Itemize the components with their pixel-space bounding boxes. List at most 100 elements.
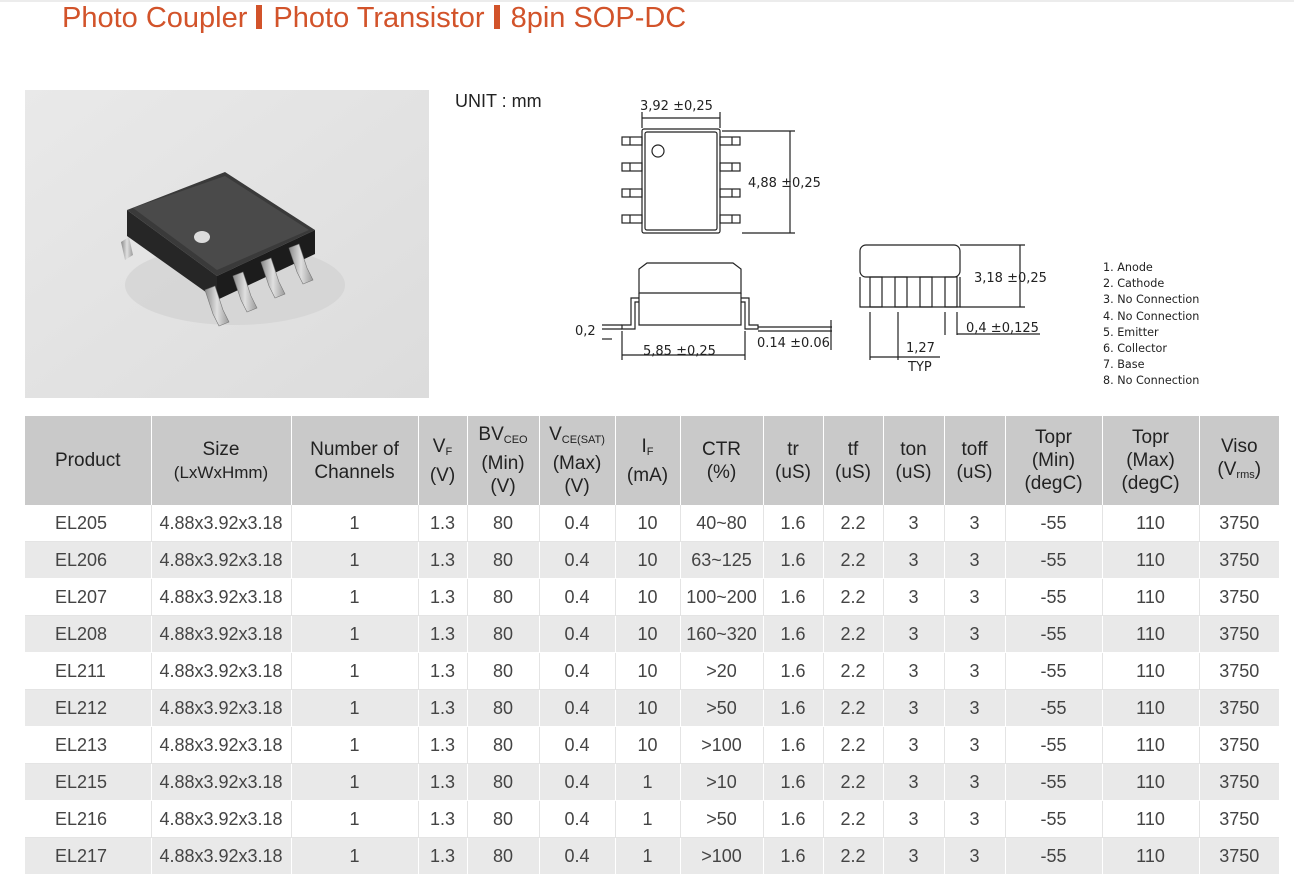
cell-vce: 0.4	[539, 689, 616, 727]
dim-pitch-typ-label: TYP	[907, 360, 932, 375]
cell-toff: 3	[944, 615, 1006, 653]
cell-ctr: 63~125	[680, 541, 764, 579]
cell-tf: 2.2	[823, 578, 884, 616]
cell-toff: 3	[944, 837, 1006, 875]
cell-vf: 1.3	[418, 615, 468, 653]
cell-tf: 2.2	[823, 652, 884, 690]
top-divider	[0, 0, 1294, 2]
cell-vf: 1.3	[418, 689, 468, 727]
cell-vce: 0.4	[539, 726, 616, 764]
cell-vf: 1.3	[418, 837, 468, 875]
pin-description: 6. Collector	[1103, 342, 1167, 356]
cell-topr-min: -55	[1005, 652, 1103, 690]
cell-tf: 2.2	[823, 541, 884, 579]
cell-bv: 80	[467, 726, 540, 764]
cell-viso: 3750	[1199, 837, 1279, 875]
cell-tr: 1.6	[763, 689, 824, 727]
header-vf: VF(V)	[418, 416, 468, 505]
cell-vf: 1.3	[418, 726, 468, 764]
cell-ctr: >100	[680, 726, 764, 764]
cell-product: EL216	[25, 800, 152, 838]
pin-description: 1. Anode	[1103, 261, 1153, 274]
cell-bv: 80	[467, 689, 540, 727]
dim-width-label: 3,92 ±0,25	[640, 99, 713, 114]
cell-viso: 3750	[1199, 541, 1279, 579]
cell-bv: 80	[467, 763, 540, 801]
cell-ctr: >100	[680, 837, 764, 875]
pin1-marker-icon	[651, 144, 665, 158]
cell-size: 4.88x3.92x3.18	[151, 726, 292, 764]
cell-toff: 3	[944, 652, 1006, 690]
cell-product: EL205	[25, 505, 152, 542]
end-view-body	[859, 244, 961, 278]
header-tf: tf(uS)	[823, 416, 884, 505]
cell-size: 4.88x3.92x3.18	[151, 541, 292, 579]
cell-bv: 80	[467, 615, 540, 653]
cell-viso: 3750	[1199, 689, 1279, 727]
cell-topr-max: 110	[1102, 689, 1200, 727]
cell-tr: 1.6	[763, 837, 824, 875]
title-photo-transistor: Photo Transistor	[273, 2, 485, 34]
cell-tf: 2.2	[823, 763, 884, 801]
cell-channels: 1	[291, 689, 419, 727]
cell-vce: 0.4	[539, 505, 616, 542]
cell-channels: 1	[291, 763, 419, 801]
cell-channels: 1	[291, 505, 419, 542]
cell-bv: 80	[467, 541, 540, 579]
cell-if: 1	[615, 837, 681, 875]
cell-bv: 80	[467, 652, 540, 690]
cell-size: 4.88x3.92x3.18	[151, 837, 292, 875]
cell-toff: 3	[944, 726, 1006, 764]
cell-vf: 1.3	[418, 541, 468, 579]
dim-pitch-label: 1,27	[906, 341, 935, 356]
cell-size: 4.88x3.92x3.18	[151, 615, 292, 653]
cell-viso: 3750	[1199, 652, 1279, 690]
cell-viso: 3750	[1199, 726, 1279, 764]
cell-size: 4.88x3.92x3.18	[151, 689, 292, 727]
mechanical-drawing: 3,92 ±0,25 4,88 ±0,25 0,2 5,85 ±0,25 0.1…	[575, 99, 1047, 375]
cell-product: EL215	[25, 763, 152, 801]
cell-tr: 1.6	[763, 615, 824, 653]
cell-if: 10	[615, 505, 681, 542]
product-photo	[25, 90, 429, 398]
header-tr: tr(uS)	[763, 416, 824, 505]
header-topr-min: Topr(Min)(degC)	[1005, 416, 1103, 505]
dim-standoff-label: 0,2	[575, 324, 596, 339]
cell-topr-max: 110	[1102, 541, 1200, 579]
cell-tf: 2.2	[823, 615, 884, 653]
cell-toff: 3	[944, 763, 1006, 801]
cell-topr-min: -55	[1005, 689, 1103, 727]
pin-description: 7. Base	[1103, 358, 1145, 372]
cell-tr: 1.6	[763, 726, 824, 764]
cell-channels: 1	[291, 541, 419, 579]
cell-ton: 3	[883, 615, 945, 653]
dim-height-label: 3,18 ±0,25	[974, 271, 1047, 286]
top-view-left-pins	[621, 136, 643, 224]
header-bvceo: BVCEO(Min)(V)	[467, 416, 540, 505]
header-viso: Viso(Vrms)	[1199, 416, 1279, 505]
pin-description-list: 1. Anode 2. Cathode 3. No Connection 4. …	[1103, 260, 1199, 390]
cell-vce: 0.4	[539, 578, 616, 616]
cell-viso: 3750	[1199, 505, 1279, 542]
cell-bv: 80	[467, 505, 540, 542]
title-separator	[256, 5, 263, 29]
cell-tf: 2.2	[823, 689, 884, 727]
cell-if: 10	[615, 541, 681, 579]
pin-description: 5. Emitter	[1103, 325, 1159, 339]
pin-description: 8. No Connection	[1103, 374, 1200, 388]
cell-topr-min: -55	[1005, 726, 1103, 764]
dim-length-label: 4,88 ±0,25	[748, 176, 821, 191]
cell-ctr: 40~80	[680, 505, 764, 542]
cell-product: EL208	[25, 615, 152, 653]
header-toff: toff(uS)	[944, 416, 1006, 505]
cell-toff: 3	[944, 578, 1006, 616]
pin-description: 2. Cathode	[1103, 277, 1165, 291]
